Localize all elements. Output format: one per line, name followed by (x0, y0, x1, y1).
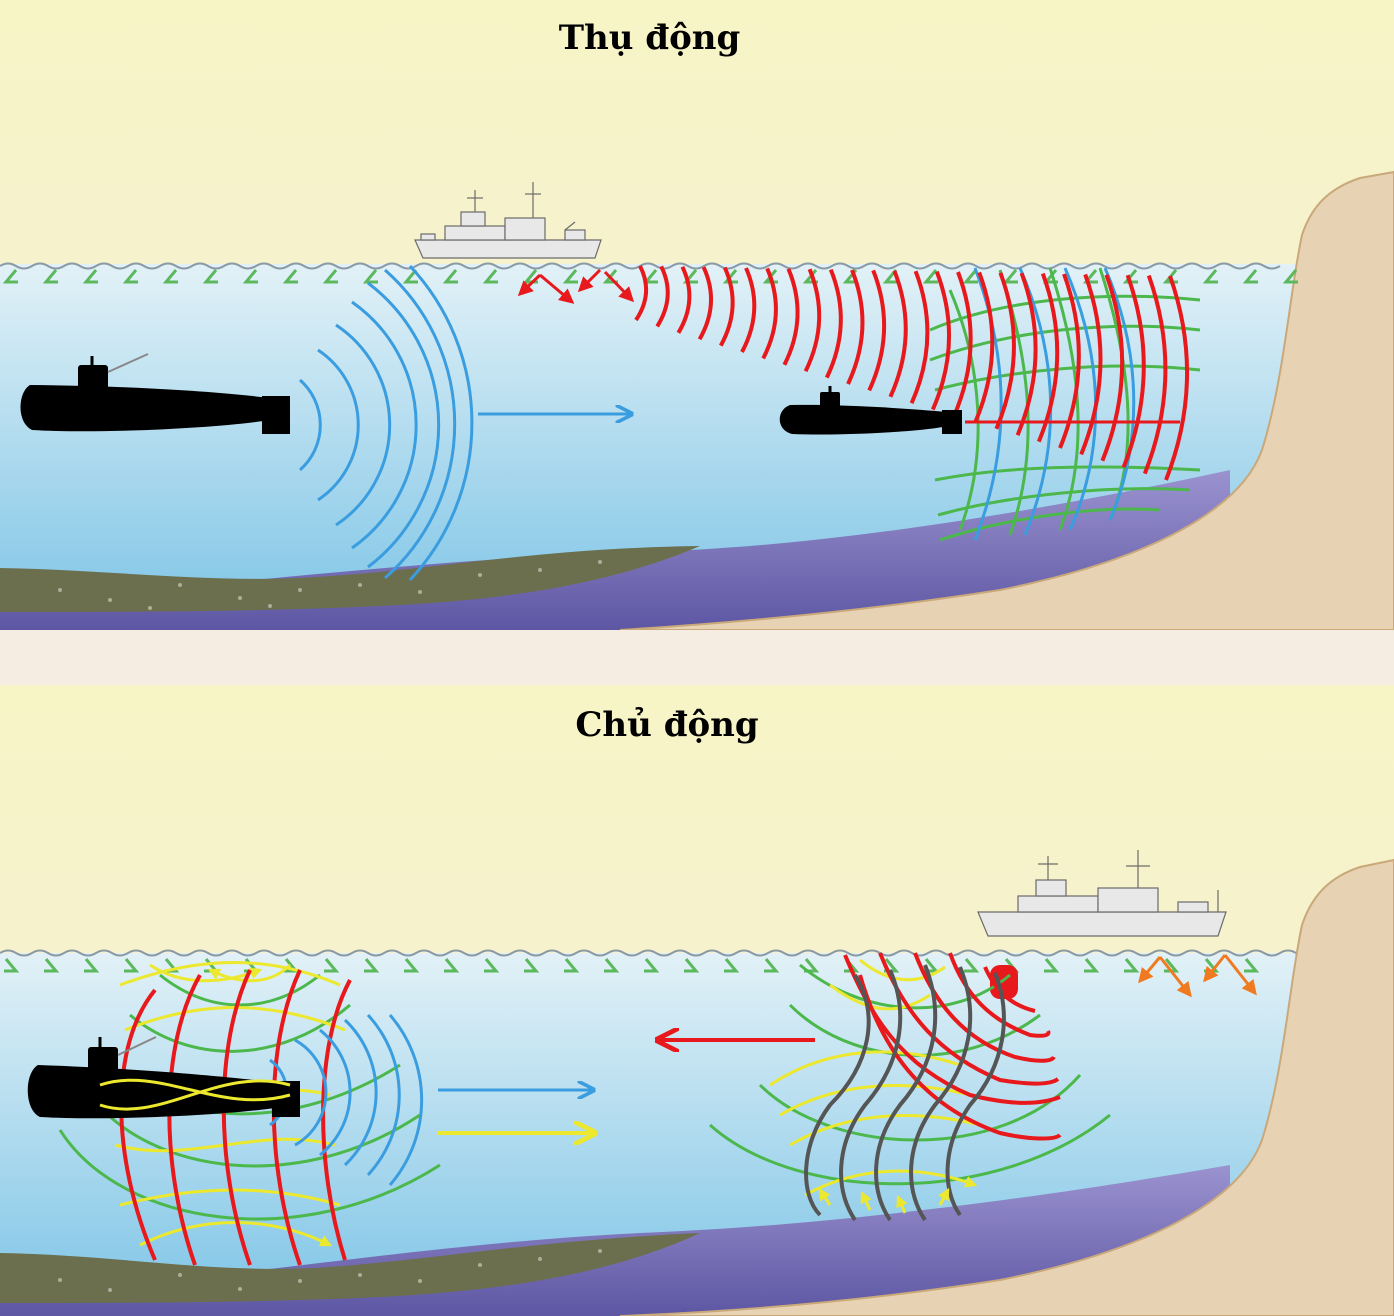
noise-arc (888, 270, 908, 398)
noise-chevron (282, 269, 298, 284)
noise-chevron (1164, 958, 1180, 973)
submarine-icon (27, 1036, 300, 1119)
noise-arc (1121, 274, 1146, 468)
noise-arc (782, 268, 800, 366)
noise-chevron (44, 958, 60, 973)
noise-chevron (242, 269, 258, 284)
noise-arc (994, 272, 1016, 430)
noise-chevron (42, 269, 58, 284)
ship-icon (977, 850, 1227, 937)
seabed-rock (0, 1233, 700, 1303)
noise-chevron (482, 269, 498, 284)
noise-chevron (122, 269, 138, 284)
active-title: Chủ động (575, 705, 759, 745)
passive-title: Thụ động (558, 18, 741, 58)
noise-chevron (1202, 269, 1218, 284)
submarine-icon (20, 353, 290, 434)
ambient-noise-waves (58, 973, 441, 1221)
noise-chevron (764, 958, 780, 973)
noise-chevron (322, 269, 338, 284)
noise-arc (1015, 272, 1038, 436)
noise-arc (930, 270, 952, 411)
noise-arc (719, 266, 735, 347)
noise-chevron (1124, 958, 1140, 973)
noise-arc (824, 268, 843, 379)
noise-arc (697, 266, 714, 341)
active-panel: Chủ động (0, 685, 1394, 1316)
noise-chevron (724, 958, 740, 973)
echo-waves (109, 961, 346, 1247)
propeller-noise-arrows (517, 268, 635, 304)
noise-arc (655, 265, 670, 328)
noise-arc (1079, 273, 1103, 456)
noise-chevron (364, 958, 380, 973)
echo-reflection (99, 1078, 291, 1111)
noise-chevron (82, 269, 98, 284)
noise-chevron (442, 269, 458, 284)
noise-chevron (444, 958, 460, 973)
noise-chevron (402, 269, 418, 284)
noise-chevron (1282, 269, 1298, 284)
noise-chevron (4, 958, 20, 973)
noise-chevron (722, 269, 738, 284)
submarine-icon (779, 386, 962, 435)
noise-chevron (1242, 269, 1258, 284)
cliff (619, 170, 1394, 630)
noise-arc (952, 271, 973, 417)
passive-panel: Thụ động (0, 0, 1394, 630)
noise-arc (740, 267, 757, 353)
noise-chevron (684, 958, 700, 973)
noise-chevron (1084, 958, 1100, 973)
noise-chevron (1122, 269, 1138, 284)
noise-arc (676, 265, 692, 334)
noise-arc (761, 267, 778, 360)
noise-chevron (124, 958, 140, 973)
seabed-rock (0, 546, 700, 612)
noise-chevron (922, 269, 938, 284)
noise-arc (634, 265, 648, 322)
noise-chevron (162, 269, 178, 284)
noise-arc (1058, 273, 1081, 449)
noise-chevron (524, 958, 540, 973)
ship-icon (414, 182, 602, 259)
return-echo-waves (804, 964, 1006, 1222)
noise-chevron (1044, 958, 1060, 973)
noise-chevron (964, 958, 980, 973)
noise-chevron (882, 269, 898, 284)
noise-arc (867, 269, 887, 392)
noise-chevron (644, 958, 660, 973)
noise-chevron (1244, 958, 1260, 973)
noise-chevron (362, 269, 378, 284)
noise-arc (1164, 275, 1190, 481)
passive-diagram (0, 0, 1394, 630)
noise-arc (973, 271, 995, 424)
noise-arc (1142, 274, 1168, 475)
noise-arc (1100, 274, 1125, 462)
noise-arc (909, 270, 930, 405)
noise-chevron (604, 958, 620, 973)
noise-arc (803, 268, 822, 373)
sea-surface (0, 949, 1297, 957)
noise-chevron (562, 269, 578, 284)
propeller-noise-arrows (1138, 954, 1257, 998)
noise-chevron (484, 958, 500, 973)
noise-chevron (84, 958, 100, 973)
noise-chevron (2, 269, 18, 284)
ship-noise-waves (634, 265, 1190, 481)
echo-arrows (818, 1187, 950, 1214)
active-diagram (0, 685, 1394, 1316)
noise-arc (846, 269, 865, 385)
cliff (619, 858, 1394, 1316)
noise-chevron (324, 958, 340, 973)
noise-chevron (564, 958, 580, 973)
noise-chevron (202, 269, 218, 284)
noise-chevron (1002, 269, 1018, 284)
noise-chevron (404, 958, 420, 973)
sonar-waves (299, 264, 474, 582)
noise-chevron (962, 269, 978, 284)
